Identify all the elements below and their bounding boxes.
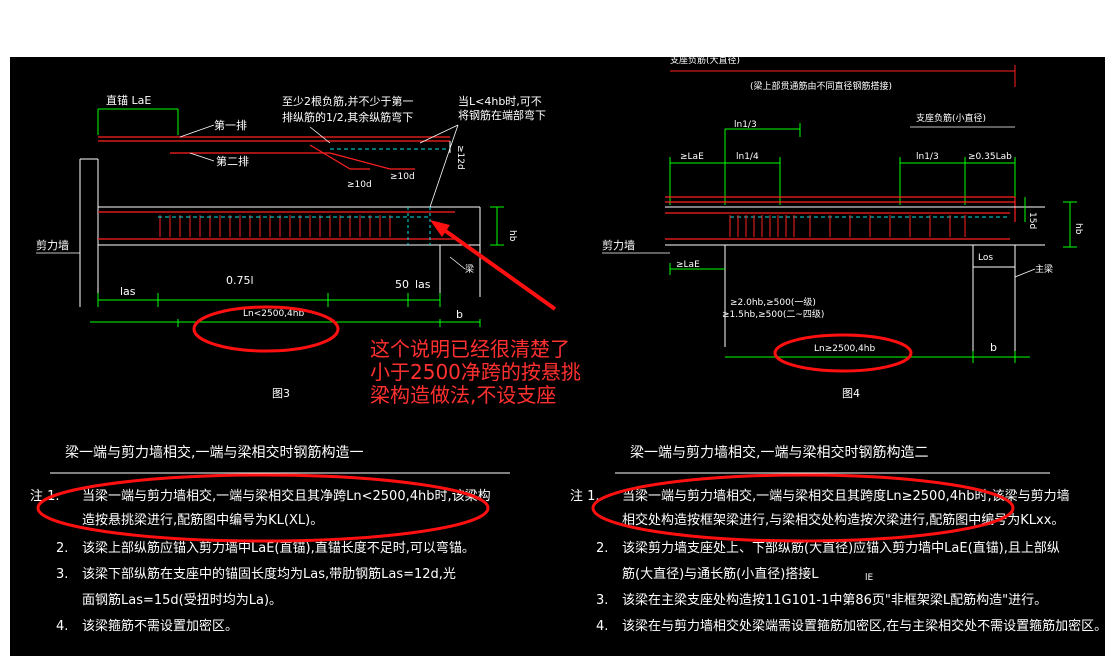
label-ten-d-1: ≥10d [347,180,372,190]
left-note-3-line-1: 该梁下部纵筋在支座中的锚固长度均为Las,带肋钢筋Las=12d,光 [82,566,456,582]
highlight-ellipse-note-right [591,473,1015,543]
label-lae-a: ≥LaE [680,152,704,162]
label-twelve-d: ≥12d [455,145,465,170]
label-b-right: b [990,341,997,354]
annotation-line-3: 梁构造做法,不设支座 [370,383,556,407]
left-note-2-num: 2. [56,541,68,556]
label-shear-wall-left: 剪力墙 [36,238,69,252]
label-cutoff-note-2: 排纵筋的1/2,其余纵筋弯下 [282,110,413,124]
label-ten-d-2: ≥10d [390,172,415,182]
label-ln-right: Ln≥2500,4hb [814,344,875,354]
label-main-beam: 主梁 [1035,263,1053,275]
left-note-3-num: 3. [56,567,68,582]
highlight-ellipse-note-left [36,473,490,543]
label-top-note: (梁上部贯通筋由不同直径钢筋搭接) [750,80,892,92]
highlight-ellipse-ln-right [773,333,913,373]
label-cond-1: ≥2.0hb,≥500(一级) [730,296,816,308]
label-b-left: b [456,308,463,321]
label-ln14: ln1/4 [736,152,759,162]
label-ln-left: Ln<2500,4hb [243,309,304,319]
label-cutoff-note-1: 至少2根负筋,并不少于第一 [282,94,414,108]
right-note-4-num: 4. [596,619,608,634]
figure-3-caption: 图3 [272,387,290,400]
drawing-svg: 直锚 LaE 第一排 第二排 至少2根负筋,并不少于第一 排纵筋的1/2,其余纵… [30,57,1105,634]
left-note-2-line-1: 该梁上部纵筋应锚入剪力墙中LaE(直锚),直锚长度不足时,可以弯锚。 [82,540,475,556]
label-anchor-straight: 直锚 LaE [106,93,151,107]
label-cond-2: ≥1.5hb,≥500(二~四级) [722,308,824,320]
right-note-3-line-1: 该梁在主梁支座处构造按11G101-1中第86页"非框架梁L配筋构造"进行。 [622,592,1047,608]
right-note-2-num: 2. [596,541,608,556]
label-hb-left: hb [507,230,517,242]
right-note-2-line-2: 筋(大直径)与通长筋(小直径)搭接L [622,566,819,582]
label-ln13-a: ln1/3 [734,120,757,130]
label-cond-note-1: 当L<4hb时,可不 [458,94,542,108]
left-note-3-line-2: 面钢筋Las=15d(受扭时均为La)。 [82,592,282,608]
section-title-left: 梁一端与剪力墙相交,一端与梁相交时钢筋构造一 [65,444,363,461]
label-beam: 梁 [465,263,474,275]
figure-4-caption: 图4 [842,387,860,400]
section-title-right: 梁一端与剪力墙相交,一端与梁相交时钢筋构造二 [630,444,928,461]
label-row2: 第二排 [216,154,249,168]
label-row1: 第一排 [214,118,247,132]
label-ge035: ≥0.35Lab [968,152,1012,162]
label-hb-right: hb [1073,223,1083,235]
right-note-3-num: 3. [596,593,608,608]
right-note-1-num: 注 1. [570,489,600,504]
right-figure: 支座负筋(大直径) (梁上部贯通筋由不同直径钢筋搭接) 支座负筋(小直径) ln… [602,57,1083,400]
left-figure: 直锚 LaE 第一排 第二排 至少2根负筋,并不少于第一 排纵筋的1/2,其余纵… [36,93,546,400]
left-note-1-num: 注 1. [30,489,60,504]
label-cond-note-2: 将钢筋在端部弯下 [458,108,546,122]
label-los: Los [978,253,993,263]
right-note-2-sub: lE [865,573,874,583]
left-note-4-num: 4. [56,619,68,634]
top-toolbar-area [0,0,1105,57]
right-note-1-line-2: 相交处构造按框架梁进行,与梁相交处构造按次梁进行,配筋图中编号为KLxx。 [622,512,1064,528]
highlight-ellipse-ln-left [192,305,340,353]
left-note-4-line-1: 该梁箍筋不需设置加密区。 [82,618,238,634]
annotation-arrow [430,220,557,311]
right-note-1-line-1: 当梁一端与剪力墙相交,一端与梁相交且其跨度Ln≥2500,4hb时,该梁与剪力墙 [622,488,1070,504]
label-fifteen-d: 15d [1027,212,1037,229]
label-lae-b: ≥LaE [676,260,700,270]
label-top-cut: 支座负筋(大直径) [670,57,740,66]
label-ln13-b: ln1/3 [916,152,939,162]
label-fifty: 50 [395,278,409,291]
right-note-2-line-1: 该梁剪力墙支座处上、下部纵筋(大直径)应锚入剪力墙中LaE(直锚),且上部纵 [622,540,1060,556]
label-quarter: 0.75l [226,274,254,287]
label-las-left: las [120,285,136,298]
label-shear-wall-right: 剪力墙 [602,238,635,252]
annotation-line-2: 小于2500净跨的按悬挑 [370,360,581,384]
label-las-right: las [415,278,431,291]
cad-drawing-canvas: 直锚 LaE 第一排 第二排 至少2根负筋,并不少于第一 排纵筋的1/2,其余纵… [10,57,1105,656]
label-support-neg-small: 支座负筋(小直径) [916,112,986,124]
right-note-4-line-1: 该梁在与剪力墙相交处梁端需设置箍筋加密区,在与主梁相交处不需设置箍筋加密区。 [622,618,1105,634]
left-note-1-line-1: 当梁一端与剪力墙相交,一端与梁相交且其净跨Ln<2500,4hb时,该梁构 [82,488,491,504]
left-note-1-line-2: 造按悬挑梁进行,配筋图中编号为KL(XL)。 [82,512,323,528]
annotation-line-1: 这个说明已经很清楚了 [370,337,570,361]
